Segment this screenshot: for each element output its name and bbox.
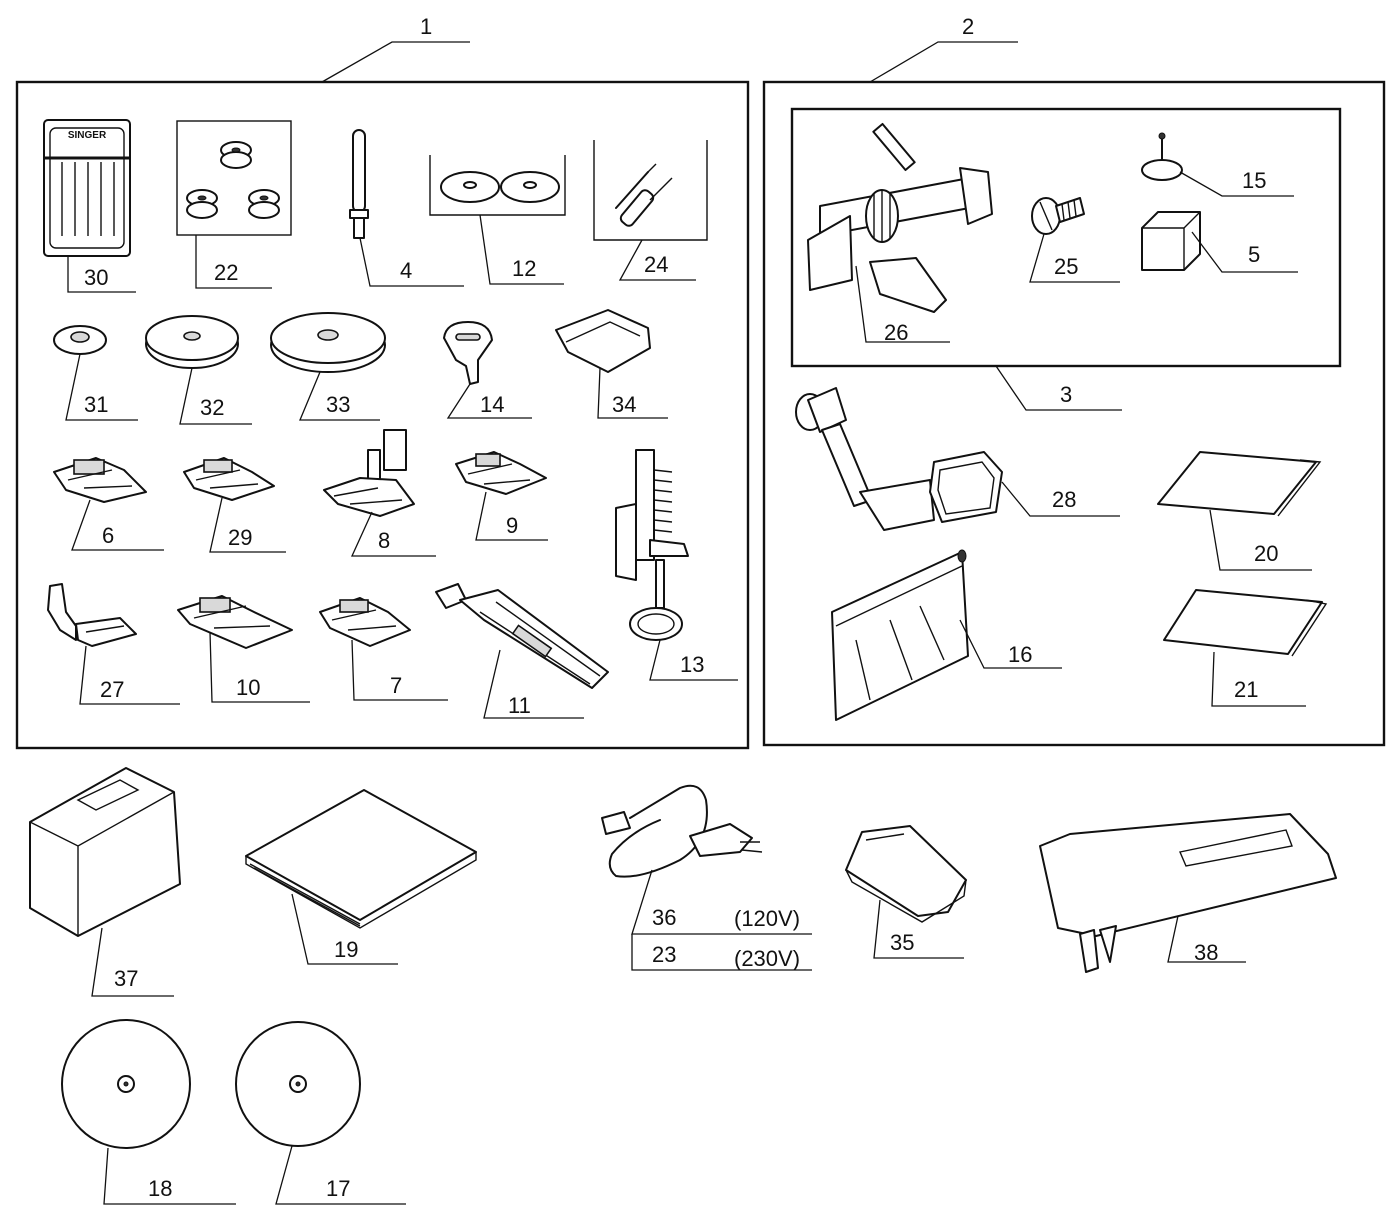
sheet-20-part: 20: [1157, 451, 1322, 571]
callout-24: 24: [644, 252, 668, 277]
callout-7: 7: [390, 673, 402, 698]
callout-12: 12: [512, 256, 536, 281]
buttonhole-foot-11-part: 11: [435, 583, 609, 719]
callout-13: 13: [680, 652, 704, 677]
disc-17-part: 17: [235, 1021, 406, 1205]
callout-25: 25: [1054, 254, 1078, 279]
callout-17: 17: [326, 1176, 350, 1201]
spool-cap-medium-part: 32: [145, 315, 252, 425]
seam-gauge-part: 34: [555, 309, 668, 419]
callout-38: 38: [1194, 940, 1218, 965]
presser-foot-7-part: 7: [319, 597, 448, 701]
callout-36: 36: [652, 905, 676, 930]
callout-35: 35: [890, 930, 914, 955]
callout-14: 14: [480, 392, 504, 417]
callout-3: 3: [1060, 382, 1072, 407]
knee-lifter-28-part: 28: [795, 387, 1120, 531]
accessory-bag-16-part: 16: [831, 549, 1062, 721]
callout-34: 34: [612, 392, 636, 417]
spool-cap-large-part: 33: [270, 312, 386, 421]
needle-pack-part: SINGER 30: [43, 119, 136, 293]
callout-28: 28: [1052, 487, 1076, 512]
foot-controller-35-part: 35: [845, 825, 967, 959]
foot-cover-37-part: 37: [29, 767, 181, 997]
callout-1: 1: [420, 14, 432, 39]
manual-19-part: 19: [245, 789, 477, 965]
callout-16: 16: [1008, 642, 1032, 667]
callout-18: 18: [148, 1176, 172, 1201]
callout-15: 15: [1242, 168, 1266, 193]
felt-block-5-part: 5: [1141, 211, 1298, 273]
presser-foot-10-part: 10: [177, 595, 310, 703]
extension-table-38-part: 38: [1039, 813, 1337, 973]
callout-23: 23: [652, 942, 676, 967]
callout-4: 4: [400, 258, 412, 283]
callout-10: 10: [236, 675, 260, 700]
callout-32: 32: [200, 395, 224, 420]
voltage-120-label: (120V): [734, 906, 800, 931]
presser-foot-13-darning-part: 13: [615, 449, 738, 681]
felt-washers-part: 12: [429, 155, 566, 285]
callout-2: 2: [962, 14, 974, 39]
spool-cap-small-part: 31: [53, 325, 138, 421]
presser-foot-29-part: 29: [183, 457, 286, 553]
callout-5: 5: [1248, 242, 1260, 267]
bobbins-part: 22: [176, 120, 292, 289]
pin-15-part: 15: [1141, 132, 1294, 197]
seam-ripper-guide-part: 14: [443, 321, 532, 419]
spool-pin-part: 4: [349, 129, 464, 287]
callout-19: 19: [334, 937, 358, 962]
callout-31: 31: [84, 392, 108, 417]
singer-logo-text: SINGER: [68, 130, 107, 141]
callout-37: 37: [114, 966, 138, 991]
voltage-230-label: (230V): [734, 946, 800, 971]
callout-6: 6: [102, 523, 114, 548]
callout-29: 29: [228, 525, 252, 550]
presser-foot-8-part: 8: [323, 429, 436, 557]
callout-27: 27: [100, 677, 124, 702]
callout-20: 20: [1254, 541, 1278, 566]
callout-22: 22: [214, 260, 238, 285]
zipper-foot-27-part: 27: [47, 583, 180, 705]
callout-8: 8: [378, 528, 390, 553]
group-1-frame: 1: [15, 14, 750, 750]
callout-33: 33: [326, 392, 350, 417]
presser-foot-9-part: 9: [455, 451, 548, 541]
presser-foot-6-part: 6: [53, 457, 164, 551]
screw-25-part: 25: [1029, 197, 1120, 283]
disc-18-part: 18: [61, 1019, 236, 1205]
callout-11: 11: [508, 693, 531, 718]
power-cord-36-23-part: 36 (120V) 23 (230V): [601, 784, 812, 971]
screwdrivers-part: 24: [593, 140, 708, 281]
group-2-frame: 2: [762, 14, 1386, 747]
bobbin-winder-26-part: 26: [807, 122, 993, 345]
group-3-frame: 3: [790, 107, 1342, 411]
callout-26: 26: [884, 320, 908, 345]
callout-30: 30: [84, 265, 108, 290]
callout-21: 21: [1234, 677, 1258, 702]
callout-9: 9: [506, 513, 518, 538]
sheet-21-part: 21: [1163, 589, 1328, 707]
